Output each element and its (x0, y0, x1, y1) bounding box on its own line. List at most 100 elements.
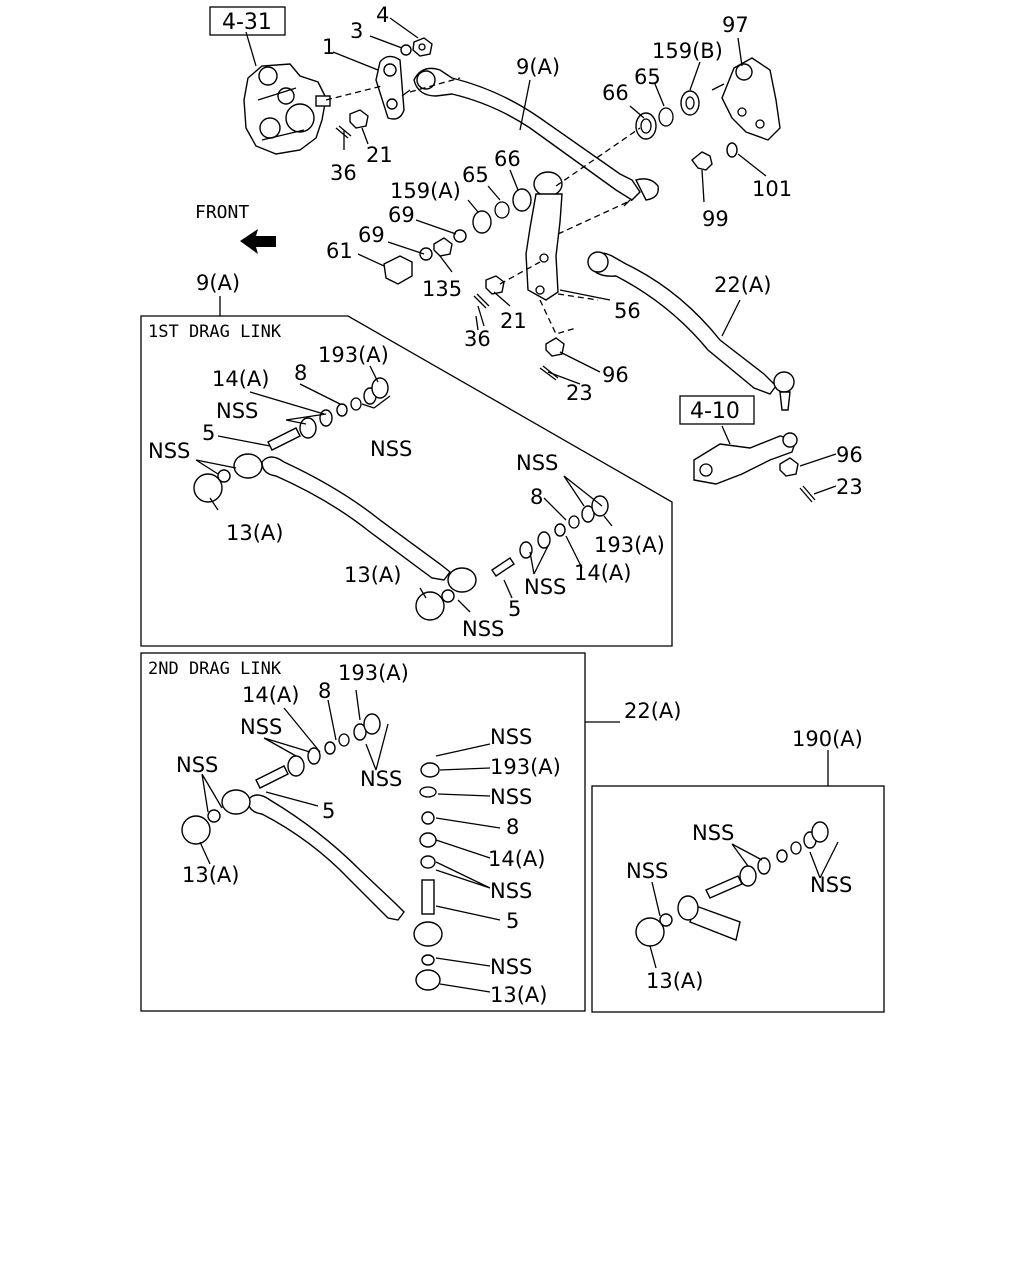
callout-69-a: 69 (388, 203, 415, 227)
b2-callout-nss1: NSS (240, 715, 282, 739)
callout-99: 99 (702, 207, 729, 231)
ring-65-mid (494, 201, 510, 219)
ring-65-top (658, 107, 674, 127)
callout-1: 1 (322, 35, 335, 59)
callout-9a-box: 9(A) (196, 271, 240, 295)
b2-callout-193a-b: 193(A) (490, 755, 561, 779)
b2-callout-193a: 193(A) (338, 661, 409, 685)
b1-callout-13a-b: 13(A) (344, 563, 401, 587)
b1-callout-8b: 8 (530, 485, 543, 509)
drag-link-9a (401, 67, 659, 207)
callout-190a: 190(A) (792, 727, 863, 751)
washer-69-b (419, 247, 433, 261)
nut-21-mid (485, 275, 505, 295)
b2-callout-nss5: NSS (490, 785, 532, 809)
box-1st-drag-link (140, 315, 673, 647)
nut-96-mid (545, 337, 565, 357)
bushing-159a (472, 210, 492, 234)
b2-callout-nss3: NSS (360, 767, 402, 791)
bolt-61 (383, 255, 413, 285)
b3-callout-nss1: NSS (692, 821, 734, 845)
callout-labels: 1 3 4 9(A) 159(B) 97 65 66 36 21 159(A) … (148, 3, 863, 1007)
b3-callout-nss3: NSS (810, 873, 852, 897)
b2-callout-14a: 14(A) (242, 683, 299, 707)
b2-callout-5b: 5 (506, 909, 519, 933)
callout-36-top: 36 (330, 161, 357, 185)
callout-22a-main: 22(A) (714, 273, 771, 297)
nut-21-top (349, 109, 369, 129)
b1-callout-nss2: NSS (370, 437, 412, 461)
b1-callout-nss6: NSS (462, 617, 504, 641)
callout-36-mid: 36 (464, 327, 491, 351)
b1-callout-14a-b: 14(A) (574, 561, 631, 585)
b1-callout-nss4: NSS (516, 451, 558, 475)
callout-97: 97 (722, 13, 749, 37)
steering-gear (243, 63, 331, 155)
b3-callout-nss2: NSS (626, 859, 668, 883)
b2-callout-13a-b: 13(A) (490, 983, 547, 1007)
b1-callout-nss5: NSS (524, 575, 566, 599)
cotter-pin-23-right (799, 485, 816, 503)
callout-65-mid: 65 (462, 163, 489, 187)
box-190a (591, 785, 885, 1013)
pitman-arm (375, 55, 405, 120)
box-1st-title: 1ST DRAG LINK (148, 322, 282, 342)
b1-callout-nss3: NSS (148, 439, 190, 463)
b2-callout-13a: 13(A) (182, 863, 239, 887)
seal-66-mid (512, 188, 532, 212)
cotter-pin-36-mid (473, 293, 490, 309)
washer-3 (400, 44, 412, 56)
bushing-159b (680, 90, 700, 116)
callout-56: 56 (614, 299, 641, 323)
box-2nd-title: 2ND DRAG LINK (148, 659, 282, 679)
callout-135: 135 (422, 277, 462, 301)
b2-callout-14a-b: 14(A) (488, 847, 545, 871)
b2-callout-8: 8 (318, 679, 331, 703)
callout-23-a: 23 (566, 381, 593, 405)
b1-callout-13a: 13(A) (226, 521, 283, 545)
drag-link-2nd (181, 713, 443, 991)
front-arrow-icon (240, 229, 276, 254)
bolt-99 (691, 151, 713, 171)
callout-65-top: 65 (634, 65, 661, 89)
callout-3: 3 (350, 19, 363, 43)
callout-9a-top: 9(A) (516, 55, 560, 79)
b1-callout-14a: 14(A) (212, 367, 269, 391)
idler-arm (525, 171, 563, 301)
callout-4: 4 (376, 3, 389, 27)
ref-box-4-10[interactable] (679, 395, 755, 425)
b2-callout-nss6: NSS (490, 879, 532, 903)
callout-66-mid: 66 (494, 147, 521, 171)
b1-callout-193a: 193(A) (318, 343, 389, 367)
lock-washer-135 (433, 237, 453, 257)
cotter-pin-36-top (335, 125, 352, 139)
cotter-pin-23-mid (539, 365, 559, 381)
b3-callout-13a: 13(A) (646, 969, 703, 993)
nut-4 (412, 37, 433, 57)
front-label: FRONT (195, 202, 249, 223)
b1-callout-5b: 5 (508, 597, 521, 621)
drag-link-22a (587, 251, 795, 411)
box-2nd-drag-link (140, 652, 586, 1012)
callout-69-b: 69 (358, 223, 385, 247)
callout-159a: 159(A) (390, 179, 461, 203)
callout-101: 101 (752, 177, 792, 201)
knuckle-arm (693, 425, 798, 485)
drag-link-end-190a (635, 821, 829, 947)
callout-21-top: 21 (366, 143, 393, 167)
b1-callout-5: 5 (202, 421, 215, 445)
ref-label-4-10[interactable]: 4-10 (690, 399, 740, 424)
ref-label-4-31[interactable]: 4-31 (222, 10, 272, 35)
washer-101 (726, 142, 738, 158)
b2-callout-8b: 8 (506, 815, 519, 839)
b2-callout-nss7: NSS (490, 955, 532, 979)
b2-callout-5: 5 (322, 799, 335, 823)
nut-96-right (779, 457, 799, 477)
callout-66-top: 66 (602, 81, 629, 105)
b2-callout-nss2: NSS (176, 753, 218, 777)
b1-callout-8: 8 (294, 361, 307, 385)
b2-callout-nss4: NSS (490, 725, 532, 749)
seal-66-top (635, 112, 657, 140)
